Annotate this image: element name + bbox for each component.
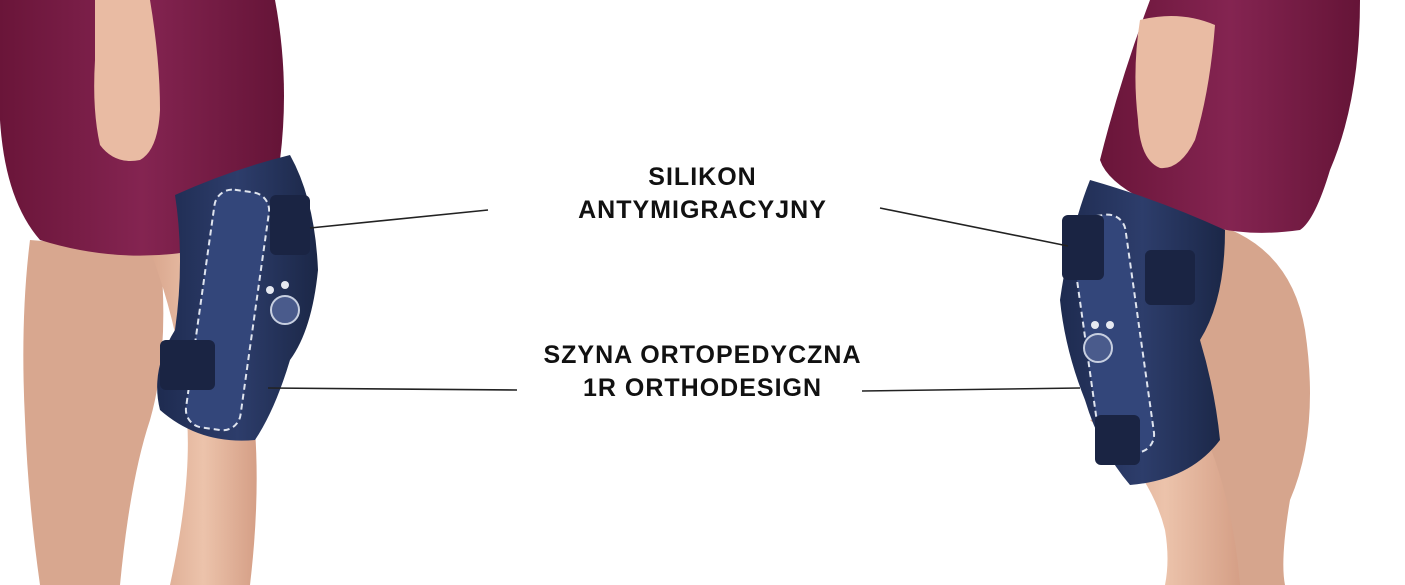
callout-line-bottom-right <box>861 387 1081 392</box>
left-hand <box>94 0 160 161</box>
callout-lines <box>267 207 1081 392</box>
callout-line-bottom-left <box>267 387 518 391</box>
left-leg <box>0 0 318 585</box>
callout-silicone-line2: ANTYMIGRACYJNY <box>578 196 827 224</box>
callout-splint-line1: SZYNA ORTOPEDYCZNA <box>543 341 862 369</box>
callout-silicone-line1: SILIKON <box>648 163 757 191</box>
callout-line-top-right <box>879 207 1069 247</box>
right-knee-brace <box>1060 180 1225 485</box>
callout-line-top-left <box>309 209 489 229</box>
left-knee-brace <box>157 155 318 441</box>
callout-splint-line2: 1R ORTHODESIGN <box>582 374 823 402</box>
callout-splint: SZYNA ORTOPEDYCZNA 1R ORTHODESIGN <box>0 339 1405 405</box>
callout-silicone: SILIKON ANTYMIGRACYJNY <box>0 161 1405 227</box>
right-hand <box>1135 16 1215 169</box>
right-leg <box>1060 0 1360 585</box>
